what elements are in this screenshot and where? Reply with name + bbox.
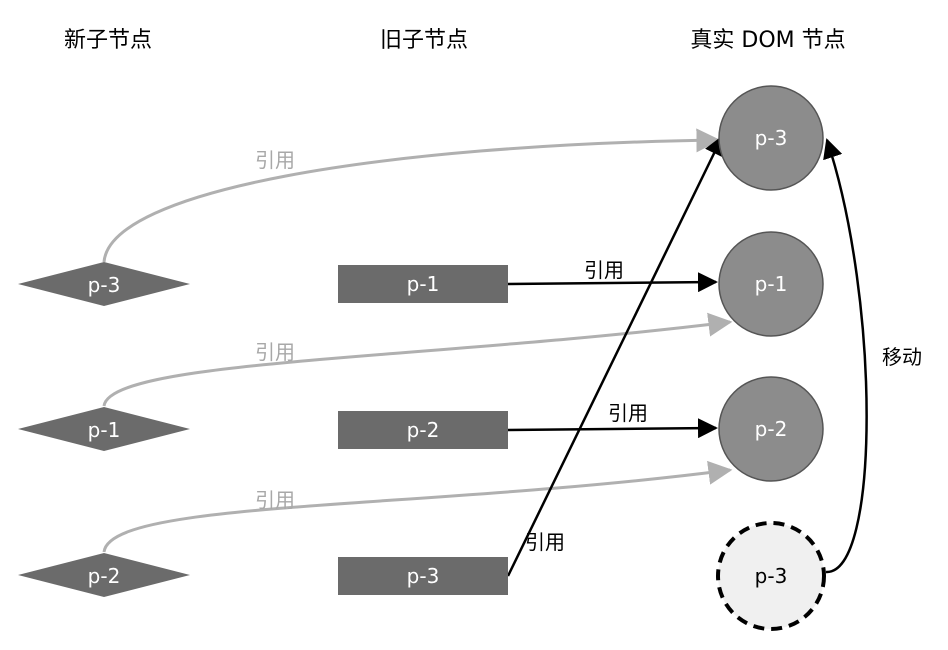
- edge-move: [823, 138, 868, 574]
- edge-old-p1-to-dom-p1: [507, 272, 718, 293]
- old-node-rect: [338, 265, 508, 303]
- edge-old-p3-to-dom-p3: [506, 135, 724, 577]
- edge-label-new-p3: 引用: [255, 148, 295, 172]
- dom-node-label: p-3: [754, 126, 788, 150]
- edge-new-p3-to-dom-p3: [102, 128, 721, 263]
- new-node-diamond: [18, 407, 190, 451]
- dom-node-circle: [718, 376, 824, 482]
- edge-label-move: 移动: [882, 345, 922, 369]
- dom-node-circle: [718, 231, 824, 337]
- edge-new-p2-to-dom-p2: [102, 460, 733, 553]
- edge-old-p2-to-dom-p2: [507, 418, 718, 439]
- header-new-children: 新子节点: [63, 28, 153, 53]
- header-real-dom: 真实 DOM 节点: [690, 28, 846, 53]
- dom-node-circle: [718, 85, 824, 191]
- edge-label-new-p1: 引用: [255, 340, 295, 364]
- edge-label-old-p1: 引用: [584, 258, 624, 282]
- edge-label-old-p3: 引用: [525, 530, 565, 554]
- old-node-rect: [338, 411, 508, 449]
- new-node-label: p-2: [87, 564, 121, 588]
- new-node-diamond: [18, 262, 190, 306]
- new-node-label: p-1: [87, 418, 121, 442]
- dom-node-circle-dashed: [716, 521, 826, 631]
- new-node-diamond: [18, 553, 190, 597]
- header-old-children: 旧子节点: [379, 28, 469, 53]
- dom-node-label: p-2: [754, 417, 788, 441]
- new-node-label: p-3: [87, 273, 121, 297]
- dom-node-label-dashed: p-3: [754, 564, 788, 588]
- old-node-rect: [338, 557, 508, 595]
- old-node-label: p-2: [406, 418, 440, 442]
- edge-new-p1-to-dom-p1: [102, 312, 733, 407]
- edge-label-new-p2: 引用: [255, 488, 295, 512]
- old-node-label: p-3: [406, 564, 440, 588]
- old-node-label: p-1: [406, 272, 440, 296]
- edge-label-old-p2: 引用: [608, 401, 648, 425]
- dom-node-label: p-1: [754, 272, 788, 296]
